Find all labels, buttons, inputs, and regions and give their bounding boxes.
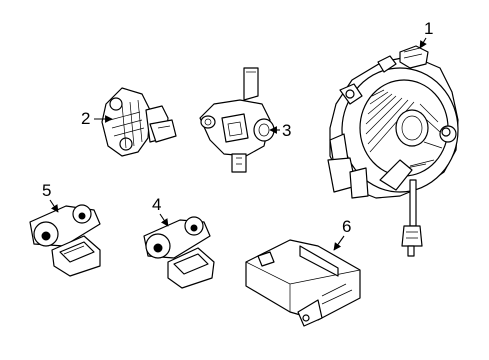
callout-1: 1 — [419, 19, 433, 49]
callout-4: 4 — [152, 195, 169, 227]
callout-3: 3 — [269, 121, 291, 140]
callout-2: 2 — [81, 109, 113, 128]
callout-label-2: 2 — [81, 109, 90, 128]
part-4-sensor — [143, 216, 215, 289]
part-6-control-module — [245, 239, 361, 327]
part-2-impact-sensor — [101, 87, 177, 157]
callout-label-3: 3 — [282, 121, 291, 140]
part-5-sensor — [29, 204, 101, 277]
callout-5: 5 — [42, 181, 59, 213]
callout-label-1: 1 — [424, 19, 433, 38]
callout-label-6: 6 — [342, 217, 351, 236]
callout-label-5: 5 — [42, 181, 51, 200]
callout-6: 6 — [333, 217, 351, 251]
part-1-clock-spring — [327, 45, 459, 257]
part-3-sensor — [199, 67, 275, 173]
callout-label-4: 4 — [152, 195, 161, 214]
